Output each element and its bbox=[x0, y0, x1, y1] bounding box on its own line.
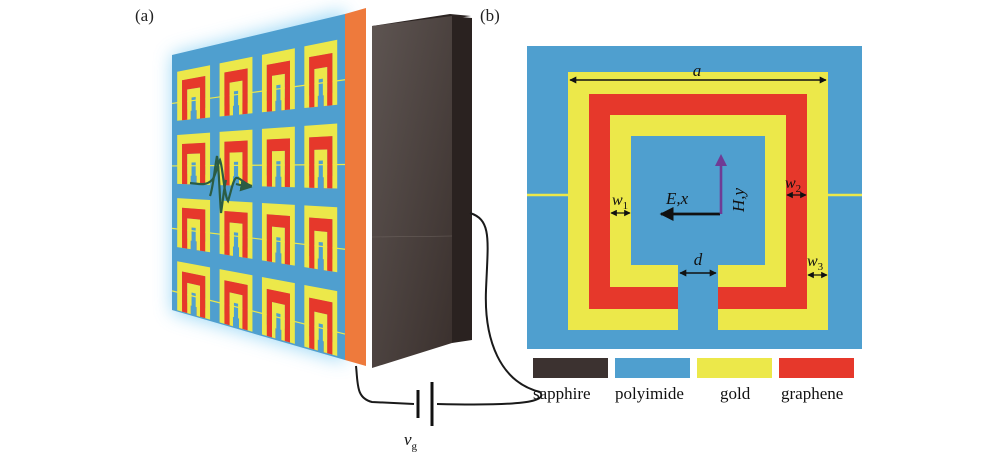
legend-labels: sapphire polyimide gold graphene bbox=[533, 384, 863, 408]
srr-inner bbox=[271, 226, 285, 265]
e-field-label: E,x bbox=[665, 189, 689, 208]
srr-outer bbox=[261, 202, 295, 266]
dimension-d-label: d bbox=[694, 250, 703, 269]
wire-right bbox=[436, 212, 543, 406]
sapphire-block-front bbox=[372, 16, 452, 368]
legend-swatch-gold bbox=[697, 358, 772, 378]
legend-label-polyimide: polyimide bbox=[615, 384, 684, 403]
srr-outer bbox=[304, 39, 338, 109]
srr-array bbox=[171, 39, 346, 357]
srr-outer bbox=[177, 65, 211, 121]
srr-outer bbox=[261, 126, 295, 188]
legend-swatch-polyimide bbox=[615, 358, 690, 378]
dimension-w3-label: w3 bbox=[807, 253, 824, 273]
dimension-a-label: a bbox=[693, 61, 702, 80]
panel-b-label: (b) bbox=[480, 6, 500, 25]
srr-inner bbox=[187, 282, 201, 317]
dimension-w2-label: w2 bbox=[785, 175, 801, 195]
graphene-ring bbox=[589, 94, 807, 309]
legend-swatch-sapphire bbox=[533, 358, 608, 378]
srr-outer bbox=[304, 123, 338, 189]
voltage-subscript: g bbox=[411, 440, 418, 453]
srr-outer bbox=[177, 132, 211, 185]
legend-swatch-graphene bbox=[779, 358, 854, 378]
legend-label-gold: gold bbox=[720, 384, 751, 403]
panel-b-unit-cell: a d w1 w2 w3 E,x H,y bbox=[527, 46, 862, 349]
gold-inner-ring bbox=[610, 115, 786, 287]
srr-inner bbox=[229, 80, 243, 116]
srr-inner bbox=[314, 311, 328, 354]
srr-inner bbox=[229, 222, 243, 258]
legend-label-sapphire: sapphire bbox=[533, 384, 591, 403]
wave-horizontal bbox=[189, 157, 253, 204]
srr-outer bbox=[219, 56, 253, 117]
h-field-arrowhead bbox=[715, 154, 727, 166]
metasurface bbox=[172, 14, 345, 360]
srr-inner bbox=[314, 149, 328, 189]
srr-inner bbox=[271, 73, 285, 112]
panel-a-label: (a) bbox=[135, 6, 154, 25]
srr-inner bbox=[271, 150, 285, 188]
legend-swatches bbox=[533, 358, 854, 378]
voltage-label: vg bbox=[404, 430, 417, 452]
wave-vertical bbox=[208, 155, 228, 214]
srr-inner bbox=[229, 292, 243, 329]
substrate-layer bbox=[345, 8, 366, 366]
wire-left bbox=[355, 365, 415, 405]
thz-wave bbox=[189, 155, 253, 214]
srr-outer bbox=[177, 198, 211, 253]
dimension-w1-label: w1 bbox=[612, 192, 628, 212]
srr-inner bbox=[229, 152, 243, 186]
srr-inner bbox=[271, 301, 285, 342]
srr-outer bbox=[304, 205, 338, 273]
srr-inner bbox=[187, 87, 201, 120]
h-field-label: H,y bbox=[729, 187, 748, 213]
legend-label-graphene: graphene bbox=[781, 384, 844, 403]
panel-a-device bbox=[171, 8, 543, 426]
sapphire-block-seam bbox=[371, 235, 453, 238]
srr-inner bbox=[187, 153, 201, 185]
srr-inner bbox=[187, 218, 201, 251]
sapphire-block-side bbox=[452, 16, 472, 343]
srr-inner bbox=[314, 67, 328, 108]
voltage-symbol: v bbox=[404, 430, 412, 449]
srr-inner bbox=[314, 230, 328, 271]
wave-arrow bbox=[235, 179, 253, 192]
bias-circuit bbox=[355, 212, 543, 426]
